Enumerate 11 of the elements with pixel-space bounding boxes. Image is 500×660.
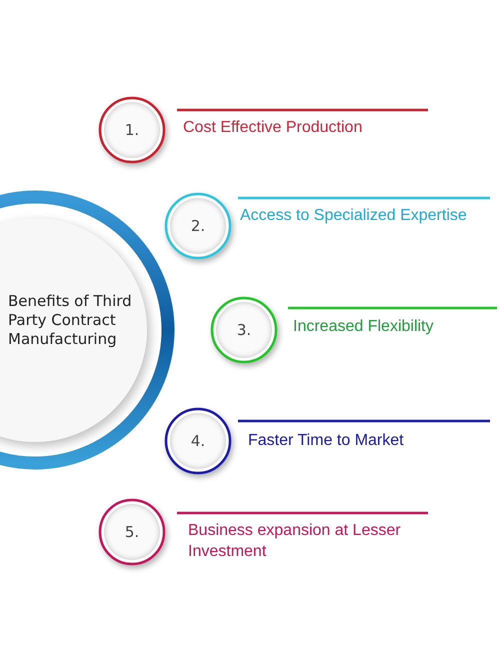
benefit-label: Business expansion at Lesser Investment (188, 521, 402, 562)
benefit-label: Increased Flexibility (293, 317, 434, 337)
benefit-label: Faster Time to Market (248, 431, 405, 451)
benefit-label: Access to Specialized Expertise (240, 206, 468, 226)
item-number: 1. (124, 121, 140, 139)
item-number: 4. (190, 432, 206, 450)
item-number: 3. (236, 321, 252, 339)
center-title: Benefits of Third Party Contract Manufacturing (8, 292, 133, 349)
benefit-label: Cost Effective Production (183, 118, 364, 138)
item-number: 5. (124, 523, 140, 541)
item-number: 2. (190, 217, 206, 235)
